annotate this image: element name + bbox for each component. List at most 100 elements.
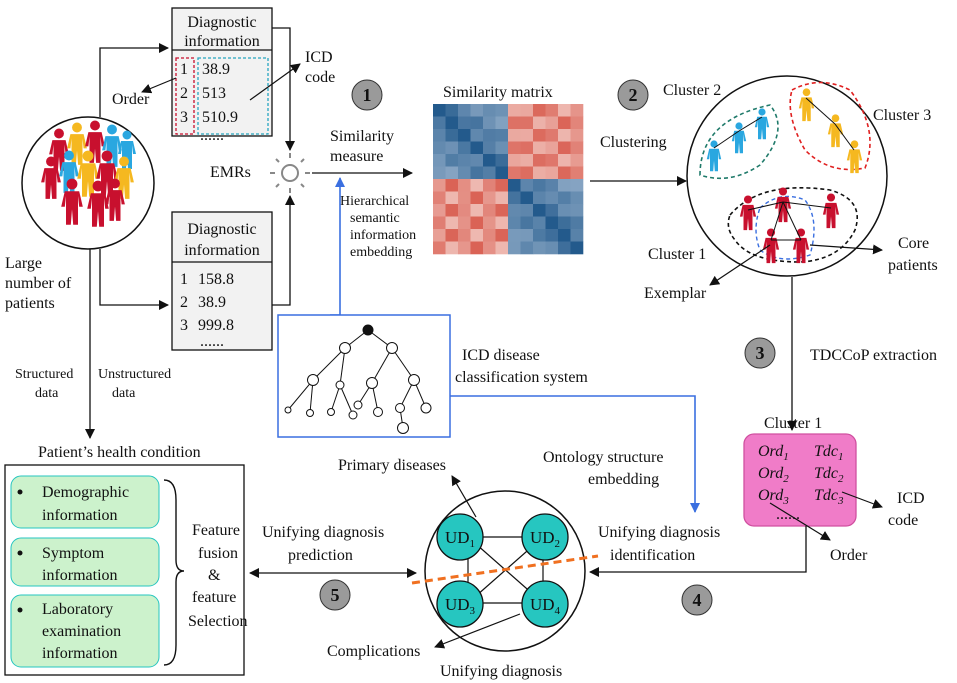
diag-top-title-2: information bbox=[184, 33, 260, 50]
order-arrow bbox=[141, 77, 177, 94]
arrow-top-to-emrs bbox=[272, 27, 295, 151]
diag-bot-order-2: 2 bbox=[180, 294, 188, 311]
matrix-cell bbox=[533, 179, 546, 192]
core-patients-arrow bbox=[809, 244, 883, 255]
matrix-cell bbox=[520, 141, 534, 155]
matrix-cell bbox=[433, 141, 446, 155]
matrix-cell bbox=[533, 191, 546, 205]
ord-tdc-table: Ord1 Tdc1 Ord2 Tdc2 Ord3 Tdc3 ...... bbox=[743, 433, 857, 527]
ud-node-3: UD3 bbox=[436, 580, 484, 628]
matrix-cell bbox=[483, 241, 496, 255]
matrix-cell bbox=[520, 166, 534, 180]
hier-label-4: embedding bbox=[350, 245, 412, 260]
matrix-cell bbox=[470, 241, 484, 255]
matrix-cell bbox=[483, 179, 496, 192]
cluster2-label: Cluster 2 bbox=[663, 82, 721, 99]
matrix-cell bbox=[570, 216, 584, 230]
matrix-cell bbox=[458, 104, 471, 117]
health-box: Demographic information Symptom informat… bbox=[4, 464, 248, 676]
unifying-label: Unifying diagnosis bbox=[440, 663, 562, 680]
ud-node-2: UD2 bbox=[521, 513, 569, 561]
hier-label-2: semantic bbox=[350, 211, 400, 226]
diag-bot-title-2: information bbox=[184, 242, 260, 259]
order-label-top: Order bbox=[112, 91, 150, 108]
matrix-cell bbox=[458, 204, 471, 217]
diag-bot-code-2: 38.9 bbox=[198, 294, 226, 311]
svg-text:UD4: UD4 bbox=[530, 595, 561, 617]
matrix-cell bbox=[470, 216, 484, 230]
matrix-cell bbox=[520, 229, 534, 242]
matrix-cell bbox=[533, 141, 546, 155]
diag-top-code-1: 38.9 bbox=[202, 61, 230, 78]
cluster3-people-icon bbox=[798, 88, 863, 174]
similarity-measure-1: Similarity bbox=[330, 128, 394, 145]
ord-1: Ord1 bbox=[758, 443, 789, 463]
ontology-label-1: Ontology structure bbox=[543, 449, 663, 466]
icd-code-br-arrow bbox=[841, 491, 883, 509]
matrix-cell bbox=[570, 179, 584, 192]
matrix-cell bbox=[533, 116, 546, 130]
cluster1-label: Cluster 1 bbox=[648, 246, 706, 263]
icd-tree-box bbox=[277, 314, 451, 438]
clusters-group: Cluster 2 Cluster 3 Cluster 1 bbox=[648, 75, 931, 286]
matrix-cell bbox=[433, 204, 446, 217]
demo-2: information bbox=[42, 507, 118, 524]
matrix-cell bbox=[458, 179, 471, 192]
udp-label-1: Unifying diagnosis bbox=[262, 524, 384, 541]
health-title: Patient’s health condition bbox=[38, 444, 201, 461]
step-2-badge: 2 bbox=[617, 79, 649, 111]
matrix-cell bbox=[445, 229, 459, 242]
diag-top-order-3: 3 bbox=[180, 109, 188, 126]
matrix-cell bbox=[570, 116, 584, 130]
diagnostic-box-bottom: Diagnostic information 1 158.8 2 38.9 3 … bbox=[171, 211, 273, 351]
matrix-cell bbox=[533, 204, 546, 217]
hier-label-1: Hierarchical bbox=[340, 194, 409, 209]
matrix-cell bbox=[508, 216, 521, 230]
diag-top-order-1: 1 bbox=[180, 61, 188, 78]
icd-sys-label-1: ICD disease bbox=[462, 347, 540, 364]
core-boundary bbox=[755, 195, 815, 260]
icd-code-top-1: ICD bbox=[305, 49, 333, 66]
cluster2-boundary bbox=[699, 104, 779, 180]
matrix-cell bbox=[470, 191, 484, 205]
udi-label-2: identification bbox=[610, 547, 695, 564]
matrix-cell bbox=[508, 179, 521, 192]
matrix-cell bbox=[445, 216, 459, 230]
core-label-1: Core bbox=[898, 235, 929, 252]
arrow-to-bottom-box bbox=[99, 249, 169, 310]
matrix-cell bbox=[545, 141, 559, 155]
lab-3: information bbox=[42, 645, 118, 662]
matrix-cell bbox=[495, 229, 509, 242]
matrix-cell bbox=[520, 129, 534, 142]
matrix-cell bbox=[495, 204, 509, 217]
diag-bot-title-1: Diagnostic bbox=[187, 221, 256, 238]
fusion-4: feature bbox=[192, 589, 236, 606]
svg-text:5: 5 bbox=[331, 585, 340, 605]
separator-line bbox=[411, 554, 599, 585]
matrix-cell bbox=[558, 154, 571, 167]
matrix-cell bbox=[545, 104, 559, 117]
matrix-cell bbox=[458, 229, 471, 242]
matrix-cell bbox=[508, 229, 521, 242]
hier-label-3: information bbox=[350, 228, 416, 243]
ontology-embedding-arrow bbox=[450, 395, 700, 513]
matrix-cell bbox=[545, 229, 559, 242]
demo-1: Demographic bbox=[42, 484, 129, 501]
matrix-cell bbox=[558, 216, 571, 230]
patients-group: Large number of patients bbox=[5, 116, 155, 312]
matrix-cell bbox=[533, 104, 546, 117]
matrix-cell bbox=[495, 241, 509, 255]
matrix-cell bbox=[570, 154, 584, 167]
matrix-cell bbox=[545, 191, 559, 205]
matrix-cell bbox=[558, 229, 571, 242]
matrix-cell bbox=[558, 116, 571, 130]
primary-arrow bbox=[451, 475, 477, 518]
matrix-cell bbox=[570, 241, 584, 255]
matrix-cell bbox=[545, 204, 559, 217]
fusion-2: fusion bbox=[198, 545, 238, 562]
matrix-cell bbox=[470, 104, 484, 117]
brace bbox=[163, 479, 185, 666]
matrix-cell bbox=[508, 204, 521, 217]
clustering-label: Clustering bbox=[600, 134, 667, 151]
